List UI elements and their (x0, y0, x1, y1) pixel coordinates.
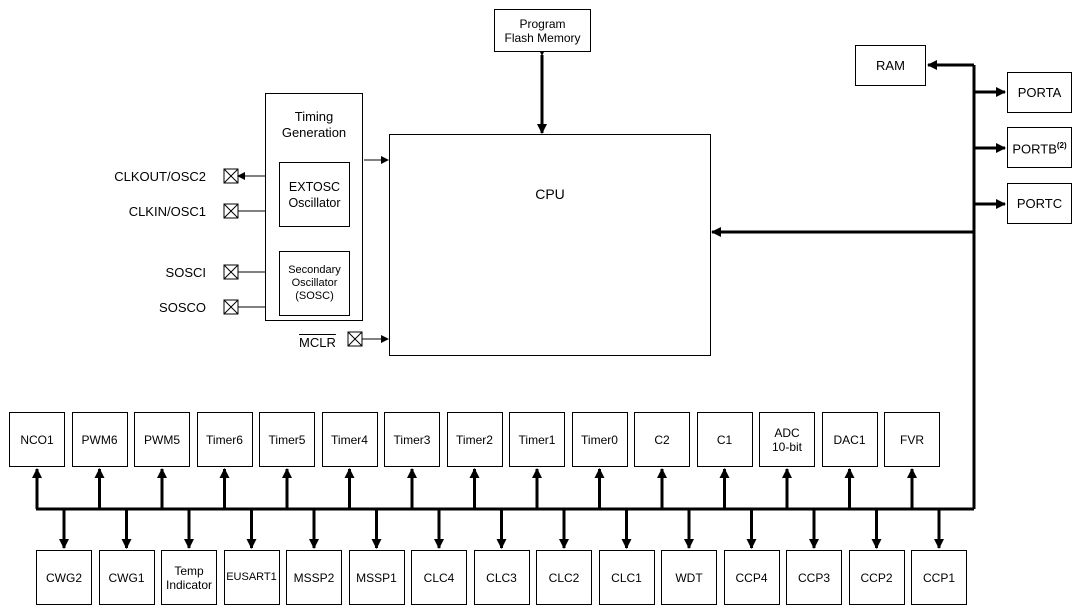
clkout-pin-icon (223, 168, 239, 184)
mclr-pin-icon (347, 331, 363, 347)
sosco-pin-icon (223, 299, 239, 315)
sosci-pin-icon (223, 264, 239, 280)
peripheral-bus-arrows (32, 468, 944, 549)
clkin-pin-icon (223, 203, 239, 219)
